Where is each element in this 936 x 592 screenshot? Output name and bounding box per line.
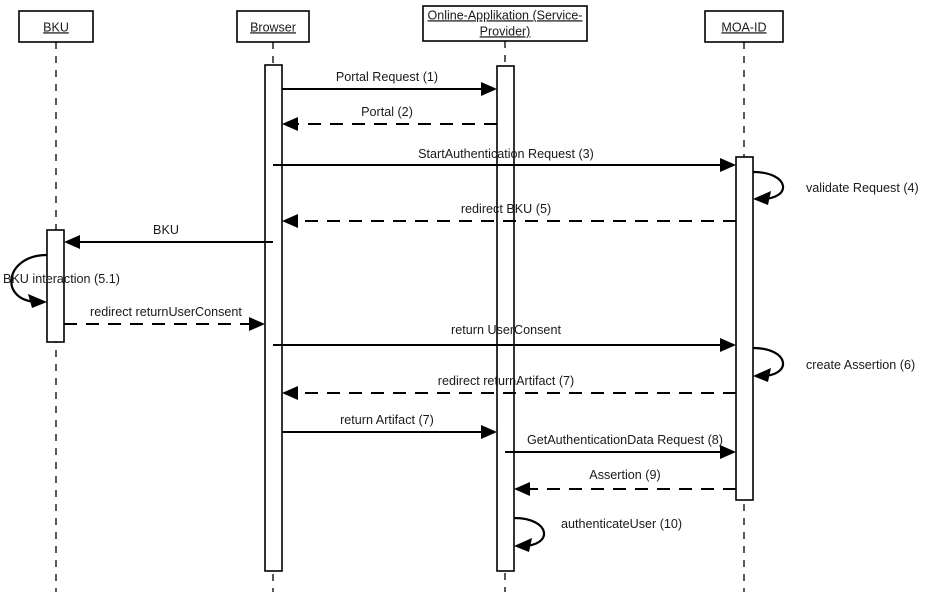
message-validate-request-label: validate Request (4) bbox=[806, 181, 919, 195]
message-assertion[interactable]: Assertion (9) bbox=[514, 468, 736, 496]
activation-bar-moa-id bbox=[735, 156, 754, 501]
message-return-artifact-label: return Artifact (7) bbox=[340, 413, 434, 427]
message-portal-request-label: Portal Request (1) bbox=[336, 70, 438, 84]
message-redirect-returnartifact-label: redirect returnArtifact (7) bbox=[438, 374, 574, 388]
message-portal-response[interactable]: Portal (2) bbox=[282, 105, 497, 131]
activation-bar-bku bbox=[46, 229, 65, 343]
message-startauthentication-request-label: StartAuthentication Request (3) bbox=[418, 147, 594, 161]
message-return-userconsent-label: return UserConsent bbox=[451, 323, 561, 337]
activation-bar-browser bbox=[264, 64, 283, 572]
message-bku-interaction-label: BKU interaction (5.1) bbox=[3, 272, 120, 286]
message-authenticate-user[interactable]: authenticateUser (10) bbox=[513, 516, 682, 552]
lifeline-browser: Browser bbox=[236, 10, 310, 592]
message-assertion-label: Assertion (9) bbox=[589, 468, 660, 482]
message-return-userconsent-arrowhead bbox=[720, 338, 736, 352]
message-redirect-returnuserconsent-label: redirect returnUserConsent bbox=[90, 305, 242, 319]
lifeline-browser-header-box[interactable] bbox=[236, 10, 310, 43]
lifeline-moa-id-label: MOA-ID bbox=[721, 20, 766, 34]
lifeline-bku-header-box[interactable] bbox=[18, 10, 94, 43]
message-portal-response-label: Portal (2) bbox=[361, 105, 413, 119]
message-authenticate-user-label: authenticateUser (10) bbox=[561, 517, 682, 531]
message-redirect-returnartifact[interactable]: redirect returnArtifact (7) bbox=[282, 374, 736, 400]
lifeline-online-applikation: Online-Applikation (Service- Provider) bbox=[422, 5, 588, 592]
message-bku-label: BKU bbox=[153, 223, 179, 237]
message-bku[interactable]: BKU bbox=[64, 223, 273, 249]
message-redirect-bku-arrowhead bbox=[282, 214, 298, 228]
message-startauthentication-request-arrowhead bbox=[720, 158, 736, 172]
message-return-artifact-arrowhead bbox=[481, 425, 497, 439]
message-getauthenticationdata-request-label: GetAuthenticationData Request (8) bbox=[527, 433, 723, 447]
lifeline-moa-id: MOA-ID bbox=[704, 10, 784, 592]
message-startauthentication-request[interactable]: StartAuthentication Request (3) bbox=[273, 147, 736, 172]
message-redirect-bku-label: redirect BKU (5) bbox=[461, 202, 551, 216]
lifeline-browser-label: Browser bbox=[250, 20, 296, 34]
message-redirect-bku[interactable]: redirect BKU (5) bbox=[282, 202, 736, 228]
message-bku-arrowhead bbox=[64, 235, 80, 249]
lifeline-bku: BKU bbox=[18, 10, 94, 592]
lifeline-online-applikation-header-box[interactable] bbox=[422, 5, 588, 42]
message-redirect-returnartifact-arrowhead bbox=[282, 386, 298, 400]
message-redirect-returnuserconsent[interactable]: redirect returnUserConsent bbox=[64, 305, 265, 331]
message-redirect-returnuserconsent-arrowhead bbox=[249, 317, 265, 331]
message-create-assertion[interactable]: create Assertion (6) bbox=[752, 346, 915, 382]
message-authenticate-user-arrowhead bbox=[514, 538, 532, 552]
message-create-assertion-label: create Assertion (6) bbox=[806, 358, 915, 372]
activation-bar-online-applikation bbox=[496, 65, 515, 572]
message-portal-request[interactable]: Portal Request (1) bbox=[282, 70, 497, 96]
message-bku-interaction-arrowhead bbox=[28, 294, 47, 308]
message-return-userconsent[interactable]: return UserConsent bbox=[273, 323, 736, 352]
message-authenticate-user-loop bbox=[513, 516, 545, 548]
message-bku-interaction-loop bbox=[10, 253, 48, 304]
message-create-assertion-loop bbox=[752, 346, 784, 378]
message-portal-request-arrowhead bbox=[481, 82, 497, 96]
lifeline-online-applikation-label-line1: Online-Applikation (Service- bbox=[428, 8, 583, 22]
lifeline-bku-label: BKU bbox=[43, 20, 69, 34]
message-getauthenticationdata-request[interactable]: GetAuthenticationData Request (8) bbox=[505, 433, 736, 459]
message-portal-response-arrowhead bbox=[282, 117, 298, 131]
message-validate-request[interactable]: validate Request (4) bbox=[752, 170, 919, 205]
message-getauthenticationdata-request-arrowhead bbox=[720, 445, 736, 459]
message-return-artifact[interactable]: return Artifact (7) bbox=[282, 413, 497, 439]
lifeline-moa-id-header-box[interactable] bbox=[704, 10, 784, 43]
message-bku-interaction[interactable]: BKU interaction (5.1) bbox=[3, 253, 120, 308]
lifeline-online-applikation-label-line2: Provider) bbox=[480, 24, 531, 38]
message-validate-request-arrowhead bbox=[753, 191, 771, 205]
message-assertion-arrowhead bbox=[514, 482, 530, 496]
message-create-assertion-arrowhead bbox=[753, 368, 771, 382]
message-validate-request-loop bbox=[752, 170, 784, 201]
